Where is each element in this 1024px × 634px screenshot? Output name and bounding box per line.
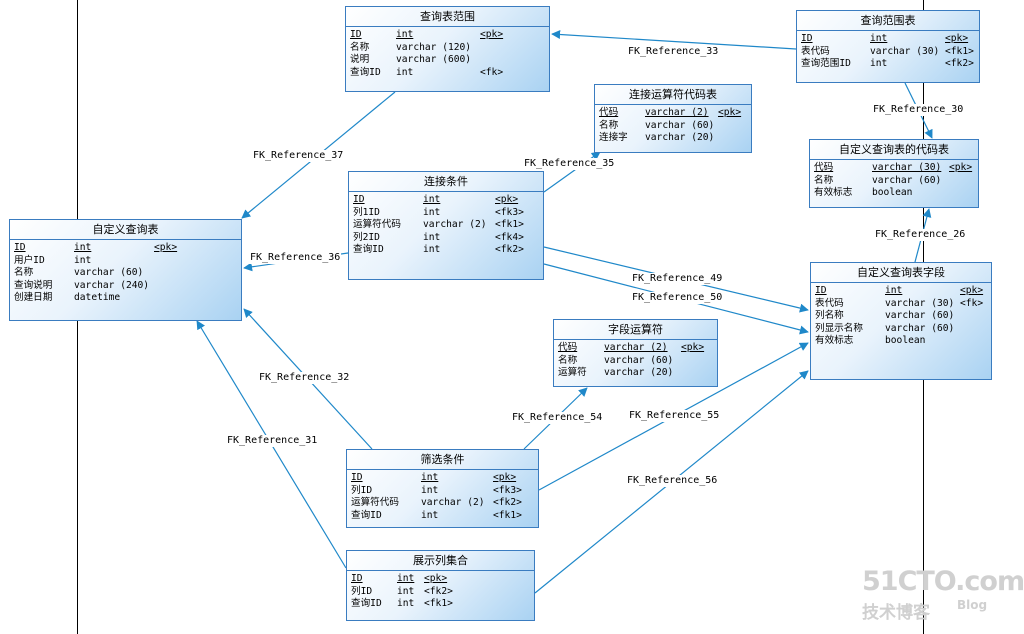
edge-label-fk37: FK_Reference_37 bbox=[252, 150, 345, 162]
entity-title: 自定义查询表的代码表 bbox=[810, 140, 978, 160]
edge-label-fk49: FK_Reference_49 bbox=[631, 273, 724, 285]
edge-label-fk32: FK_Reference_32 bbox=[258, 372, 351, 384]
edge-fk33 bbox=[551, 30, 797, 50]
edge-label-fk36: FK_Reference_36 bbox=[249, 252, 342, 264]
entity-title: 自定义查询表字段 bbox=[811, 263, 991, 283]
entity-title: 展示列集合 bbox=[347, 551, 534, 571]
entity-title: 查询范围表 bbox=[797, 11, 979, 31]
edge-label-fk33: FK_Reference_33 bbox=[627, 46, 720, 58]
entity-title: 连接条件 bbox=[349, 172, 543, 192]
entity-title: 筛选条件 bbox=[347, 450, 538, 470]
entity-title: 查询表范围 bbox=[346, 7, 549, 27]
edge-label-fk30: FK_Reference_30 bbox=[872, 104, 965, 116]
entity-title: 字段运算符 bbox=[554, 320, 717, 340]
entity-title: 连接运算符代码表 bbox=[595, 85, 751, 105]
watermark-blog-cn: 技术博客 bbox=[862, 603, 930, 623]
watermark-site: 51CTO.com bbox=[862, 566, 1024, 597]
edge-label-fk56: FK_Reference_56 bbox=[626, 475, 719, 487]
edge-label-fk31: FK_Reference_31 bbox=[226, 435, 319, 447]
edge-label-fk35: FK_Reference_35 bbox=[523, 158, 616, 170]
edge-label-fk54: FK_Reference_54 bbox=[511, 412, 604, 424]
watermark-logo: 51CTO.com 技术博客 Blog bbox=[862, 566, 1024, 628]
edge-label-fk50: FK_Reference_50 bbox=[631, 292, 724, 304]
edge-label-fk55: FK_Reference_55 bbox=[628, 410, 721, 422]
entity-title: 自定义查询表 bbox=[10, 220, 241, 240]
watermark-blog: Blog bbox=[957, 598, 988, 612]
edge-label-fk26: FK_Reference_26 bbox=[874, 229, 967, 241]
